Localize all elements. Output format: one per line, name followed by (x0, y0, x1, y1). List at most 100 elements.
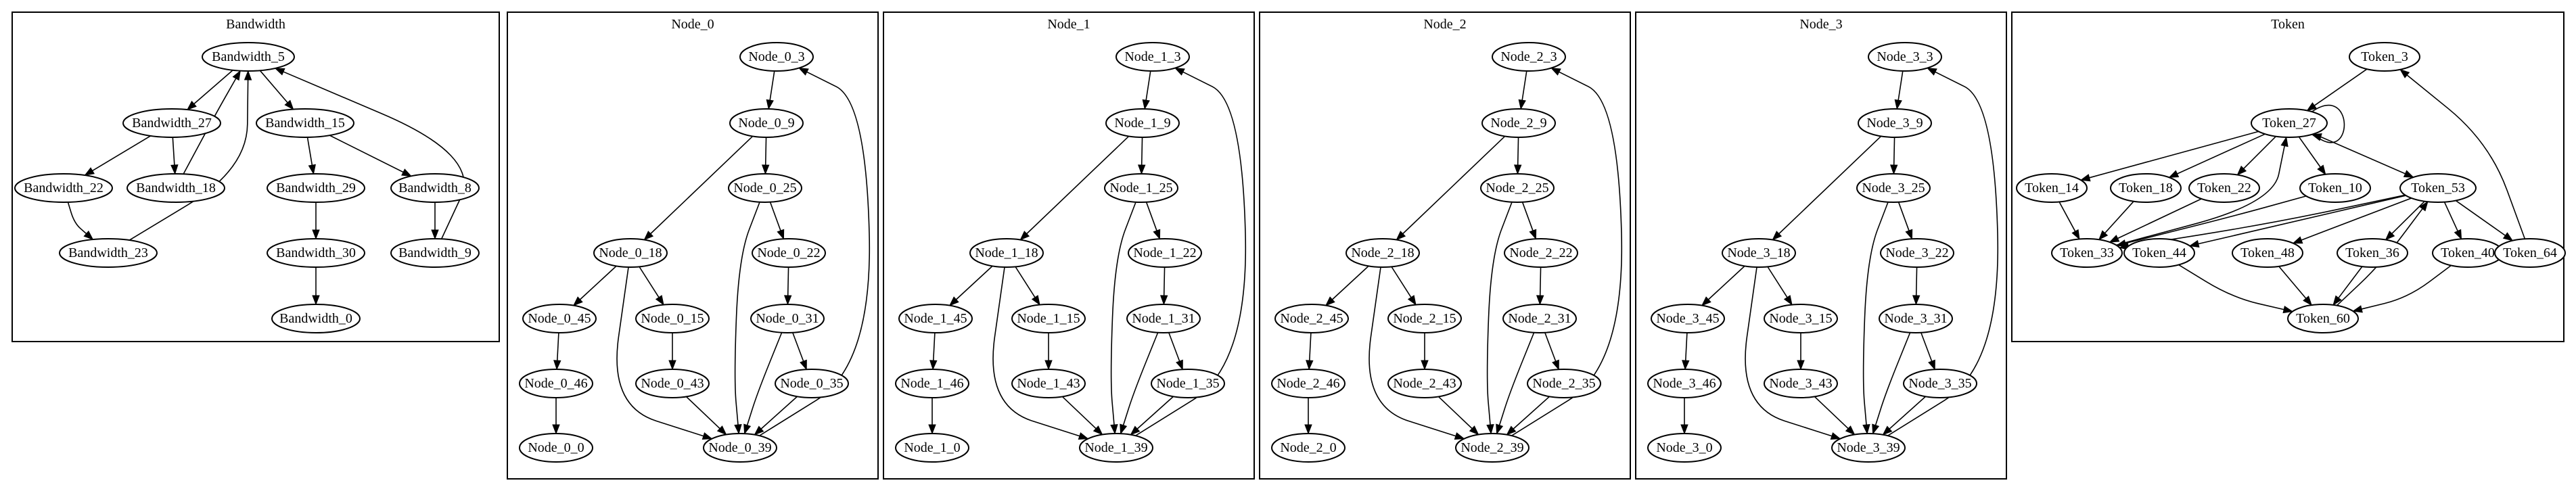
node-token-40: Token_40 (2432, 238, 2504, 268)
node-token-44: Token_44 (2123, 238, 2195, 268)
edge-line (2197, 195, 2406, 245)
edge-bw5-to-bw27 (186, 70, 233, 111)
edge-n0_18-to-n0_39 (616, 266, 713, 440)
edge-line (1915, 266, 1918, 297)
edge-line (1893, 137, 1895, 166)
arrowhead (170, 164, 179, 175)
edge-line (1368, 266, 1457, 437)
edge-t36-to-t60 (2332, 266, 2363, 306)
edge-line (2116, 145, 2286, 246)
arrowhead (312, 229, 320, 240)
edge-line (183, 77, 237, 174)
edge-line (2312, 105, 2345, 143)
edge-n1_22-to-n1_31 (1159, 266, 1168, 306)
node-shape (1858, 108, 1932, 138)
edge-bw23-to-bw5 (129, 70, 252, 241)
edge-line (2314, 133, 2406, 175)
arrowhead (553, 360, 561, 371)
node-label: Node_0_9 (738, 116, 794, 131)
edge-t53-to-t44 (2188, 195, 2406, 248)
edge-line (955, 265, 993, 301)
arrowhead (2280, 136, 2288, 147)
edge-n1_18-to-n1_15 (1015, 266, 1040, 306)
node-node-3-46: Node_3_46 (1647, 369, 1722, 398)
edge-n2_31-to-n2_39 (1496, 332, 1535, 435)
edge-line (792, 332, 804, 363)
node-shape (752, 238, 826, 268)
edge-line (1486, 202, 1513, 426)
edge-line (1402, 135, 1506, 235)
node-label: Token_18 (2119, 181, 2173, 195)
arrowhead (2303, 296, 2313, 306)
edge-n3_18-to-n3_15 (1767, 266, 1793, 306)
node-node-0-43: Node_0_43 (635, 369, 710, 398)
edge-line (1544, 332, 1557, 363)
edge-line (91, 135, 151, 172)
node-label: Node_2_45 (1280, 311, 1343, 326)
node-shape (703, 433, 777, 463)
node-node-3-15: Node_3_15 (1764, 304, 1838, 333)
arrowhead (1176, 359, 1183, 371)
node-node-3-39: Node_3_39 (1831, 433, 1906, 463)
edge-line (649, 135, 754, 235)
arrowhead (2236, 165, 2247, 176)
node-shape (1651, 304, 1725, 333)
edge-line (1539, 266, 1542, 297)
node-token-27: Token_27 (2251, 108, 2328, 138)
node-shape (739, 42, 814, 72)
node-label: Node_1_0 (904, 440, 960, 455)
node-label: Node_0_31 (756, 311, 819, 326)
edge-line (1331, 265, 1369, 301)
node-label: Node_0_39 (708, 440, 771, 455)
edge-line (1163, 266, 1166, 297)
edge-n0_18-to-n0_15 (639, 266, 664, 306)
node-node-0-25: Node_0_25 (728, 173, 802, 203)
node-bandwidth-5: Bandwidth_5 (202, 42, 295, 72)
edge-line (1110, 202, 1136, 426)
edge-n0_9-to-n0_25 (761, 137, 770, 175)
node-label: Bandwidth_30 (276, 246, 356, 260)
node-label: Bandwidth_29 (276, 181, 356, 195)
node-shape (635, 304, 710, 333)
arrowhead (783, 295, 792, 306)
arrowhead (754, 425, 764, 436)
node-label: Node_3_0 (1656, 440, 1712, 455)
edge-line (329, 135, 405, 173)
arrowhead (2399, 68, 2410, 78)
node-label: Node_3_15 (1769, 311, 1832, 326)
edge-line (1684, 332, 1688, 362)
edge-line (1862, 202, 1889, 426)
node-node-2-43: Node_2_43 (1387, 369, 1462, 398)
edge-t22-to-t33 (2109, 198, 2202, 243)
node-token-22: Token_22 (2188, 173, 2260, 203)
cluster-node-3 (1635, 11, 2007, 480)
arrowhead (308, 164, 316, 175)
node-node-0-15: Node_0_15 (635, 304, 710, 333)
edge-n0_25-to-n0_39 (734, 202, 760, 435)
arrowhead (284, 99, 294, 110)
node-shape (2110, 173, 2182, 203)
arrowhead (1680, 424, 1688, 435)
node-label: Node_0_46 (524, 376, 587, 391)
node-shape (1764, 304, 1838, 333)
arrowhead (1550, 67, 1561, 76)
edge-t27-to-t18 (2168, 133, 2266, 178)
edge-line (1888, 396, 1927, 430)
edge-t53-to-t64 (2455, 200, 2514, 241)
arrowhead (1304, 424, 1312, 435)
edge-n1_15-to-n1_43 (1044, 333, 1053, 371)
node-label: Token_3 (2361, 49, 2408, 64)
node-bandwidth-22: Bandwidth_22 (14, 173, 113, 203)
edge-bw5-to-bw15 (259, 70, 294, 110)
edge-line (1308, 332, 1312, 362)
node-shape (1527, 369, 1601, 398)
arrowhead (1110, 424, 1118, 435)
edge-n1_46-to-n1_0 (928, 398, 936, 435)
arrowhead (1019, 231, 1030, 241)
node-label: Node_0_25 (733, 181, 796, 195)
edge-t64-to-t3 (2399, 68, 2526, 239)
node-shape (390, 173, 480, 203)
node-node-2-9: Node_2_9 (1481, 108, 1556, 138)
edge-n0_31-to-n0_35 (792, 332, 807, 371)
edges-layer (67, 67, 2526, 440)
